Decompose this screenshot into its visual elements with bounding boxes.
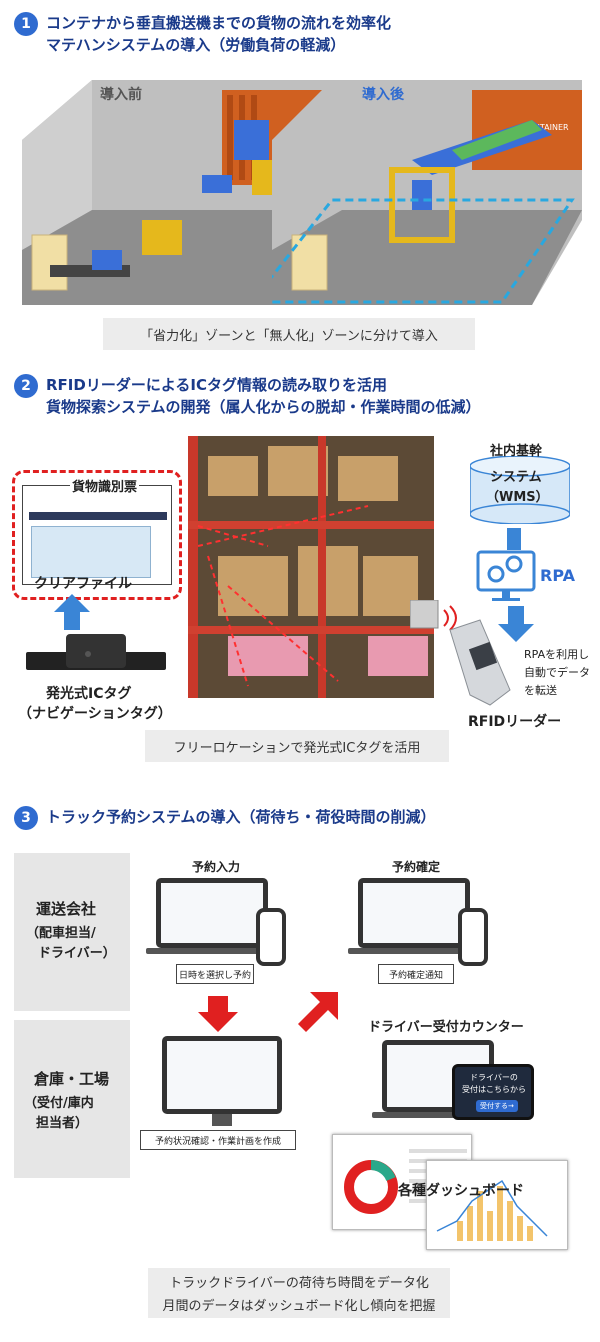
red-diagonal-arrow xyxy=(298,992,338,1032)
warehouse-photo xyxy=(188,436,434,698)
warehouse-line3: 担当者） xyxy=(36,1116,89,1131)
ic-tag-label-line2: （ナビゲーションタグ） xyxy=(18,706,172,722)
reserve-input-label: 予約入力 xyxy=(192,860,241,874)
blue-up-arrow xyxy=(52,592,92,632)
slip-label: 貨物識別票 xyxy=(70,476,140,495)
transport-line3: ドライバー） xyxy=(38,946,116,961)
driver-counter-laptop-base xyxy=(372,1112,504,1118)
section-3-caption-line1: トラックドライバーの荷待ち時間をデータ化 xyxy=(169,1276,429,1291)
warehouse-box xyxy=(14,1020,130,1178)
section-1-number-badge: 1 xyxy=(14,12,38,36)
rpa-monitor-icon xyxy=(476,548,536,604)
reserve-input-laptop xyxy=(156,878,268,948)
rfid-reader-label: RFIDリーダー xyxy=(468,714,562,730)
slip-dashed-frame xyxy=(12,470,182,600)
section-3-caption: トラックドライバーの荷待ち時間をデータ化 月間のデータはダッシュボード化し傾向を… xyxy=(148,1268,450,1318)
rpa-to-reader-arrow xyxy=(496,606,536,642)
status-tag: 予約状況確認・作業計画を作成 xyxy=(140,1130,296,1150)
rpa-label: RPA xyxy=(540,566,575,585)
dashboard-label: 各種ダッシュボード xyxy=(398,1183,524,1199)
before-illustration: CONTAINER xyxy=(22,80,332,305)
section-2-caption: フリーロケーションで発光式ICタグを活用 xyxy=(145,730,449,762)
warehouse-line1: 倉庫・工場 xyxy=(34,1070,110,1088)
after-container-text: CONTAINER xyxy=(522,123,569,132)
slip-card xyxy=(22,485,172,585)
section-3-caption-line2: 月間のデータはダッシュボード化し傾向を把握 xyxy=(162,1299,436,1314)
rpa-note-line3: を転送 xyxy=(524,684,557,697)
core-system-line2: システム xyxy=(490,470,542,485)
transport-line1: 運送会社 xyxy=(36,900,97,918)
rfid-reader-device xyxy=(409,599,520,710)
reserve-input-phone xyxy=(256,908,286,966)
driver-counter-label: ドライバー受付カウンター xyxy=(368,1020,524,1035)
transport-line2: （配車担当/ xyxy=(26,926,96,941)
section-3-number-badge: 3 xyxy=(14,806,38,830)
reserve-input-laptop-base xyxy=(146,948,278,954)
rpa-note-line1: RPAを利用し xyxy=(524,648,590,661)
warehouse-line2: （受付/庫内 xyxy=(24,1096,94,1111)
core-system-line3: （WMS） xyxy=(486,490,549,505)
reserve-confirm-label: 予約確定 xyxy=(392,860,441,874)
section-1-title-line2: マテハンシステムの導入（労働負荷の軽減） xyxy=(46,36,346,54)
reserve-input-tag: 日時を選択し予約 xyxy=(176,964,254,984)
reserve-confirm-laptop xyxy=(358,878,470,948)
section-3-title-line1: トラック予約システムの導入（荷待ち・荷役時間の削減） xyxy=(46,808,436,826)
red-down-arrow xyxy=(198,996,238,1032)
status-monitor xyxy=(162,1036,282,1114)
tablet-line2: 受付はこちらから xyxy=(462,1085,526,1094)
tablet-button: 受付する→ xyxy=(476,1100,518,1112)
section-1-caption: 「省力化」ゾーンと「無人化」ゾーンに分けて導入 xyxy=(103,318,475,350)
ic-tag-device xyxy=(26,632,166,672)
dashboard-panel-right xyxy=(426,1160,568,1250)
wms-to-rpa-arrow xyxy=(507,528,521,550)
reserve-confirm-phone xyxy=(458,908,488,966)
after-label: 導入後 xyxy=(362,87,404,103)
tablet-line1: ドライバーの xyxy=(470,1073,518,1082)
ic-tag-label-line1: 発光式ICタグ xyxy=(46,686,132,702)
section-2-title-line1: RFIDリーダーによるICタグ情報の読み取りを活用 xyxy=(46,376,387,394)
core-system-line1: 社内基幹 xyxy=(490,444,543,459)
section-1-title-line1: コンテナから垂直搬送機までの貨物の流れを効率化 xyxy=(46,14,392,32)
before-label: 導入前 xyxy=(100,87,142,103)
section-2-title-line2: 貨物探索システムの開発（属人化からの脱却・作業時間の低減） xyxy=(46,398,481,416)
status-monitor-stand xyxy=(212,1114,232,1126)
reserve-confirm-tag: 予約確定通知 xyxy=(378,964,454,984)
after-illustration: CONTAINER xyxy=(248,80,582,305)
transport-company-box xyxy=(14,853,130,1011)
clear-file-label: クリアファイル xyxy=(34,576,132,592)
wms-cylinder xyxy=(469,455,571,525)
rpa-note-line2: 自動でデータ xyxy=(524,666,590,679)
reserve-confirm-laptop-base xyxy=(348,948,480,954)
section-2-number-badge: 2 xyxy=(14,374,38,398)
